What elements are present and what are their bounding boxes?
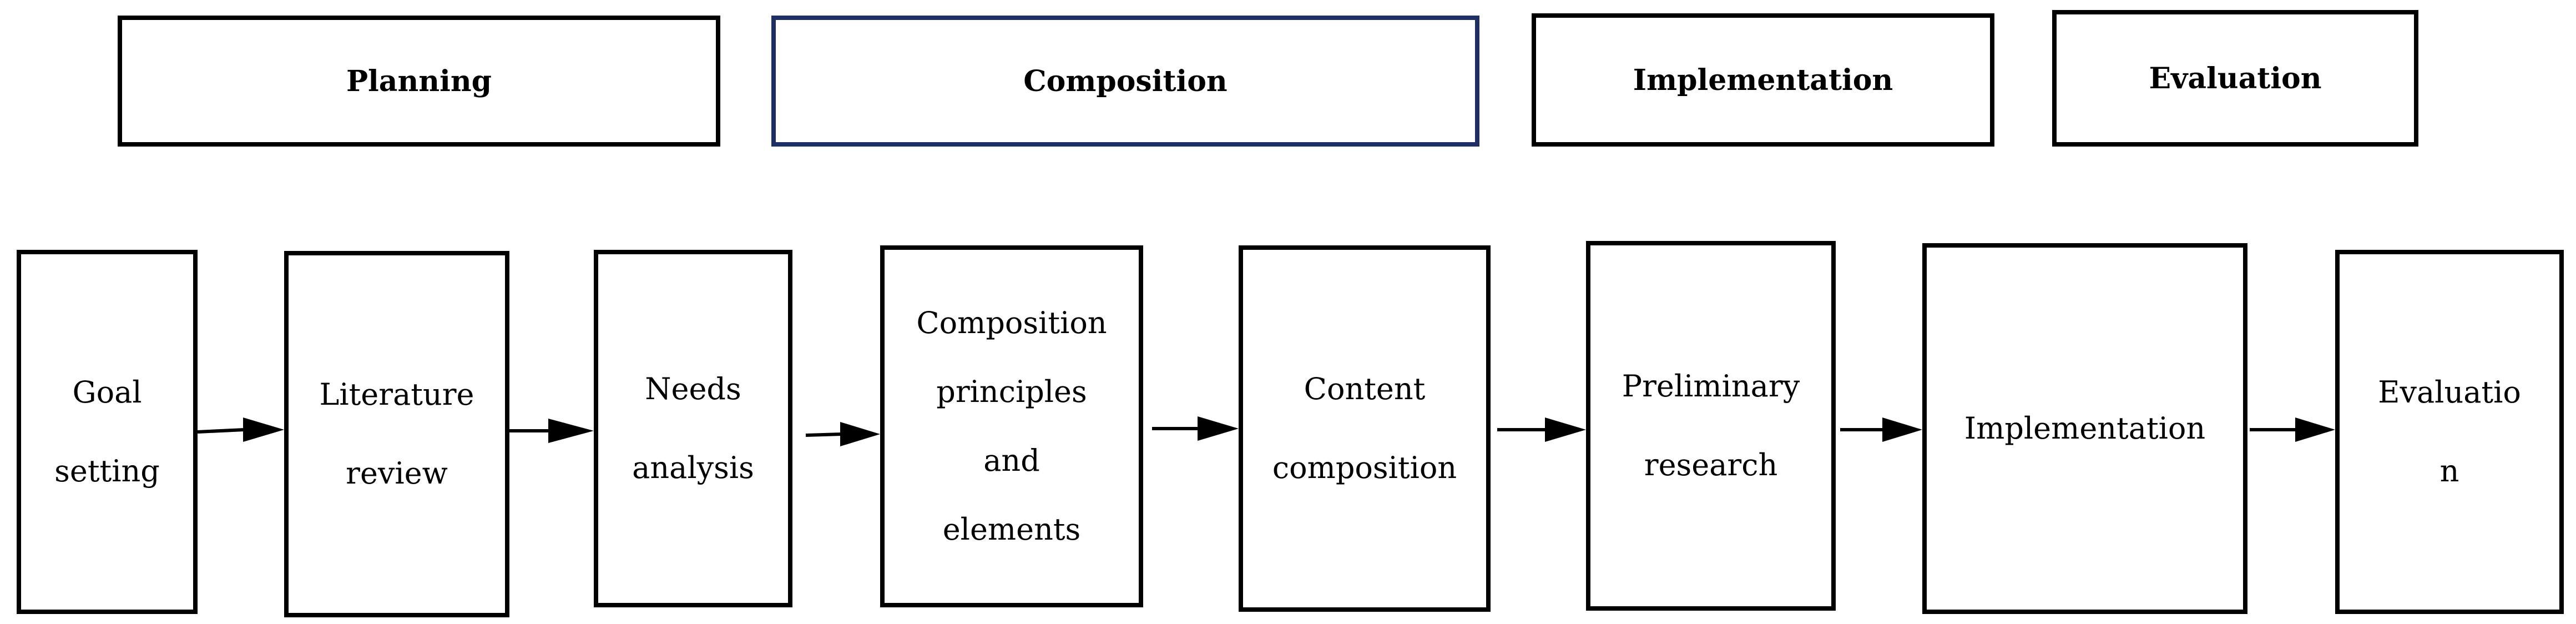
step-evaluation-label: Evaluatio n bbox=[2378, 375, 2521, 489]
arrowhead-goal-to-literature bbox=[243, 417, 284, 442]
step-literature-review: Literature review bbox=[284, 251, 509, 617]
step-implementation-label: Implementation bbox=[1964, 411, 2206, 446]
step-content-composition-label: Content composition bbox=[1272, 371, 1457, 485]
step-composition-principles: Composition principles and elements bbox=[880, 245, 1143, 607]
phase-composition-label: Composition bbox=[1023, 64, 1228, 98]
step-literature-review-label: Literature review bbox=[319, 377, 474, 491]
phase-evaluation-box: Evaluation bbox=[2052, 10, 2418, 147]
phase-evaluation-label: Evaluation bbox=[2149, 61, 2322, 95]
phase-planning-label: Planning bbox=[346, 64, 492, 98]
step-preliminary-research: Preliminary research bbox=[1586, 241, 1836, 611]
step-implementation: Implementation bbox=[1922, 243, 2247, 614]
step-needs-analysis: Needs analysis bbox=[594, 250, 792, 607]
step-preliminary-research-label: Preliminary research bbox=[1622, 369, 1800, 482]
step-needs-analysis-label: Needs analysis bbox=[632, 371, 754, 485]
arrowhead-implementation-to-evaluation bbox=[2295, 417, 2335, 442]
arrow-goal-to-literature bbox=[197, 428, 245, 434]
phase-composition-box: Composition bbox=[771, 16, 1479, 147]
arrowhead-content-to-preliminary bbox=[1545, 417, 1586, 442]
phase-implementation-label: Implementation bbox=[1633, 63, 1893, 97]
phase-planning-box: Planning bbox=[118, 16, 720, 147]
step-goal-setting: Goal setting bbox=[17, 250, 198, 614]
phase-implementation-box: Implementation bbox=[1532, 13, 1994, 147]
arrowhead-literature-to-needs bbox=[548, 419, 594, 443]
arrowhead-preliminary-to-implementation bbox=[1882, 417, 1922, 442]
step-goal-setting-label: Goal setting bbox=[54, 375, 160, 489]
arrow-needs-to-composition bbox=[805, 432, 842, 437]
arrowhead-needs-to-composition bbox=[840, 422, 880, 446]
step-composition-principles-label: Composition principles and elements bbox=[916, 305, 1107, 547]
step-content-composition: Content composition bbox=[1239, 245, 1491, 612]
step-evaluation: Evaluatio n bbox=[2335, 250, 2564, 614]
arrowhead-composition-to-content bbox=[1198, 416, 1239, 441]
